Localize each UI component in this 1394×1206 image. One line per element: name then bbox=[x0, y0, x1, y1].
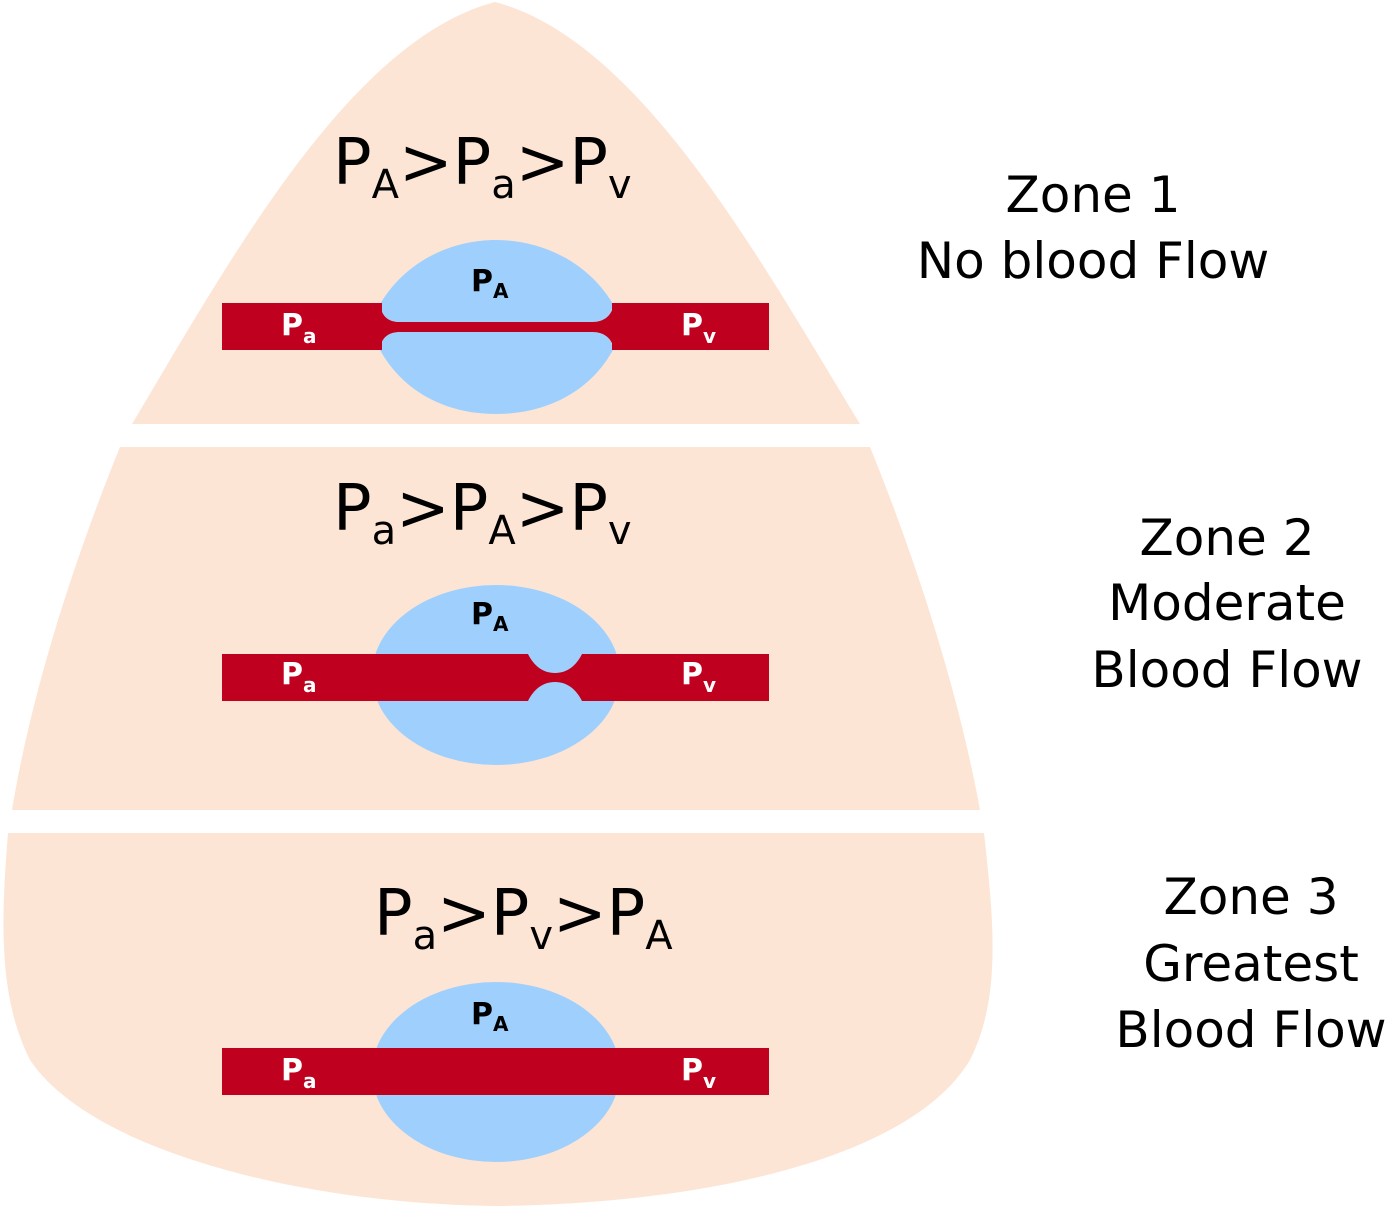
zone-2-arterial-pressure-label: Pa bbox=[281, 657, 317, 697]
zone-1-equation: PA>Pa>Pv bbox=[333, 126, 632, 208]
zone-2-title: Zone 2 bbox=[1140, 509, 1315, 567]
zone-2-description-line-2: Blood Flow bbox=[1091, 641, 1362, 699]
zone-1-arteriole bbox=[222, 303, 382, 350]
zone-3-description-line-2: Blood Flow bbox=[1115, 1001, 1386, 1059]
zone-1-alveolus-lower bbox=[380, 332, 613, 414]
zone-1-capillary-collapsed bbox=[380, 303, 614, 350]
zone-1-alveolar-pressure-label: PA bbox=[471, 264, 509, 303]
zone-2-equation: Pa>PA>Pv bbox=[333, 472, 632, 554]
zone-2: Pa>PA>Pv PA Pa Pv Zone 2 Moderate Blood … bbox=[12, 447, 1363, 810]
zone-1-alveolus-upper bbox=[380, 240, 613, 322]
zone-3-venous-pressure-label: Pv bbox=[681, 1053, 716, 1093]
zone-2-alveolar-pressure-label: PA bbox=[471, 597, 509, 636]
zone-2-venous-pressure-label: Pv bbox=[681, 657, 716, 697]
zone-3: Pa>Pv>PA PA Pa Pv Zone 3 Greatest Blood … bbox=[3, 833, 1387, 1206]
zone-3-arterial-pressure-label: Pa bbox=[281, 1053, 317, 1093]
zone-3-equation: Pa>Pv>PA bbox=[374, 877, 673, 959]
zone-1-venule bbox=[612, 303, 769, 350]
zone-2-vessel bbox=[222, 654, 769, 701]
zone-2-description-line-1: Moderate bbox=[1108, 574, 1346, 632]
zone-3-alveolar-pressure-label: PA bbox=[471, 997, 509, 1036]
zone-3-vessel bbox=[222, 1048, 769, 1095]
zone-3-description-line-1: Greatest bbox=[1143, 935, 1359, 993]
zone-1-venous-pressure-label: Pv bbox=[681, 308, 716, 348]
zone-1-arterial-pressure-label: Pa bbox=[281, 308, 317, 348]
zone-1-title: Zone 1 bbox=[1006, 166, 1181, 224]
zone-3-title: Zone 3 bbox=[1164, 868, 1339, 926]
zone-1: PA>Pa>Pv PA Pa Pv Zone 1 No blood Flow bbox=[132, 2, 1269, 424]
zone-1-description: No blood Flow bbox=[917, 232, 1269, 290]
